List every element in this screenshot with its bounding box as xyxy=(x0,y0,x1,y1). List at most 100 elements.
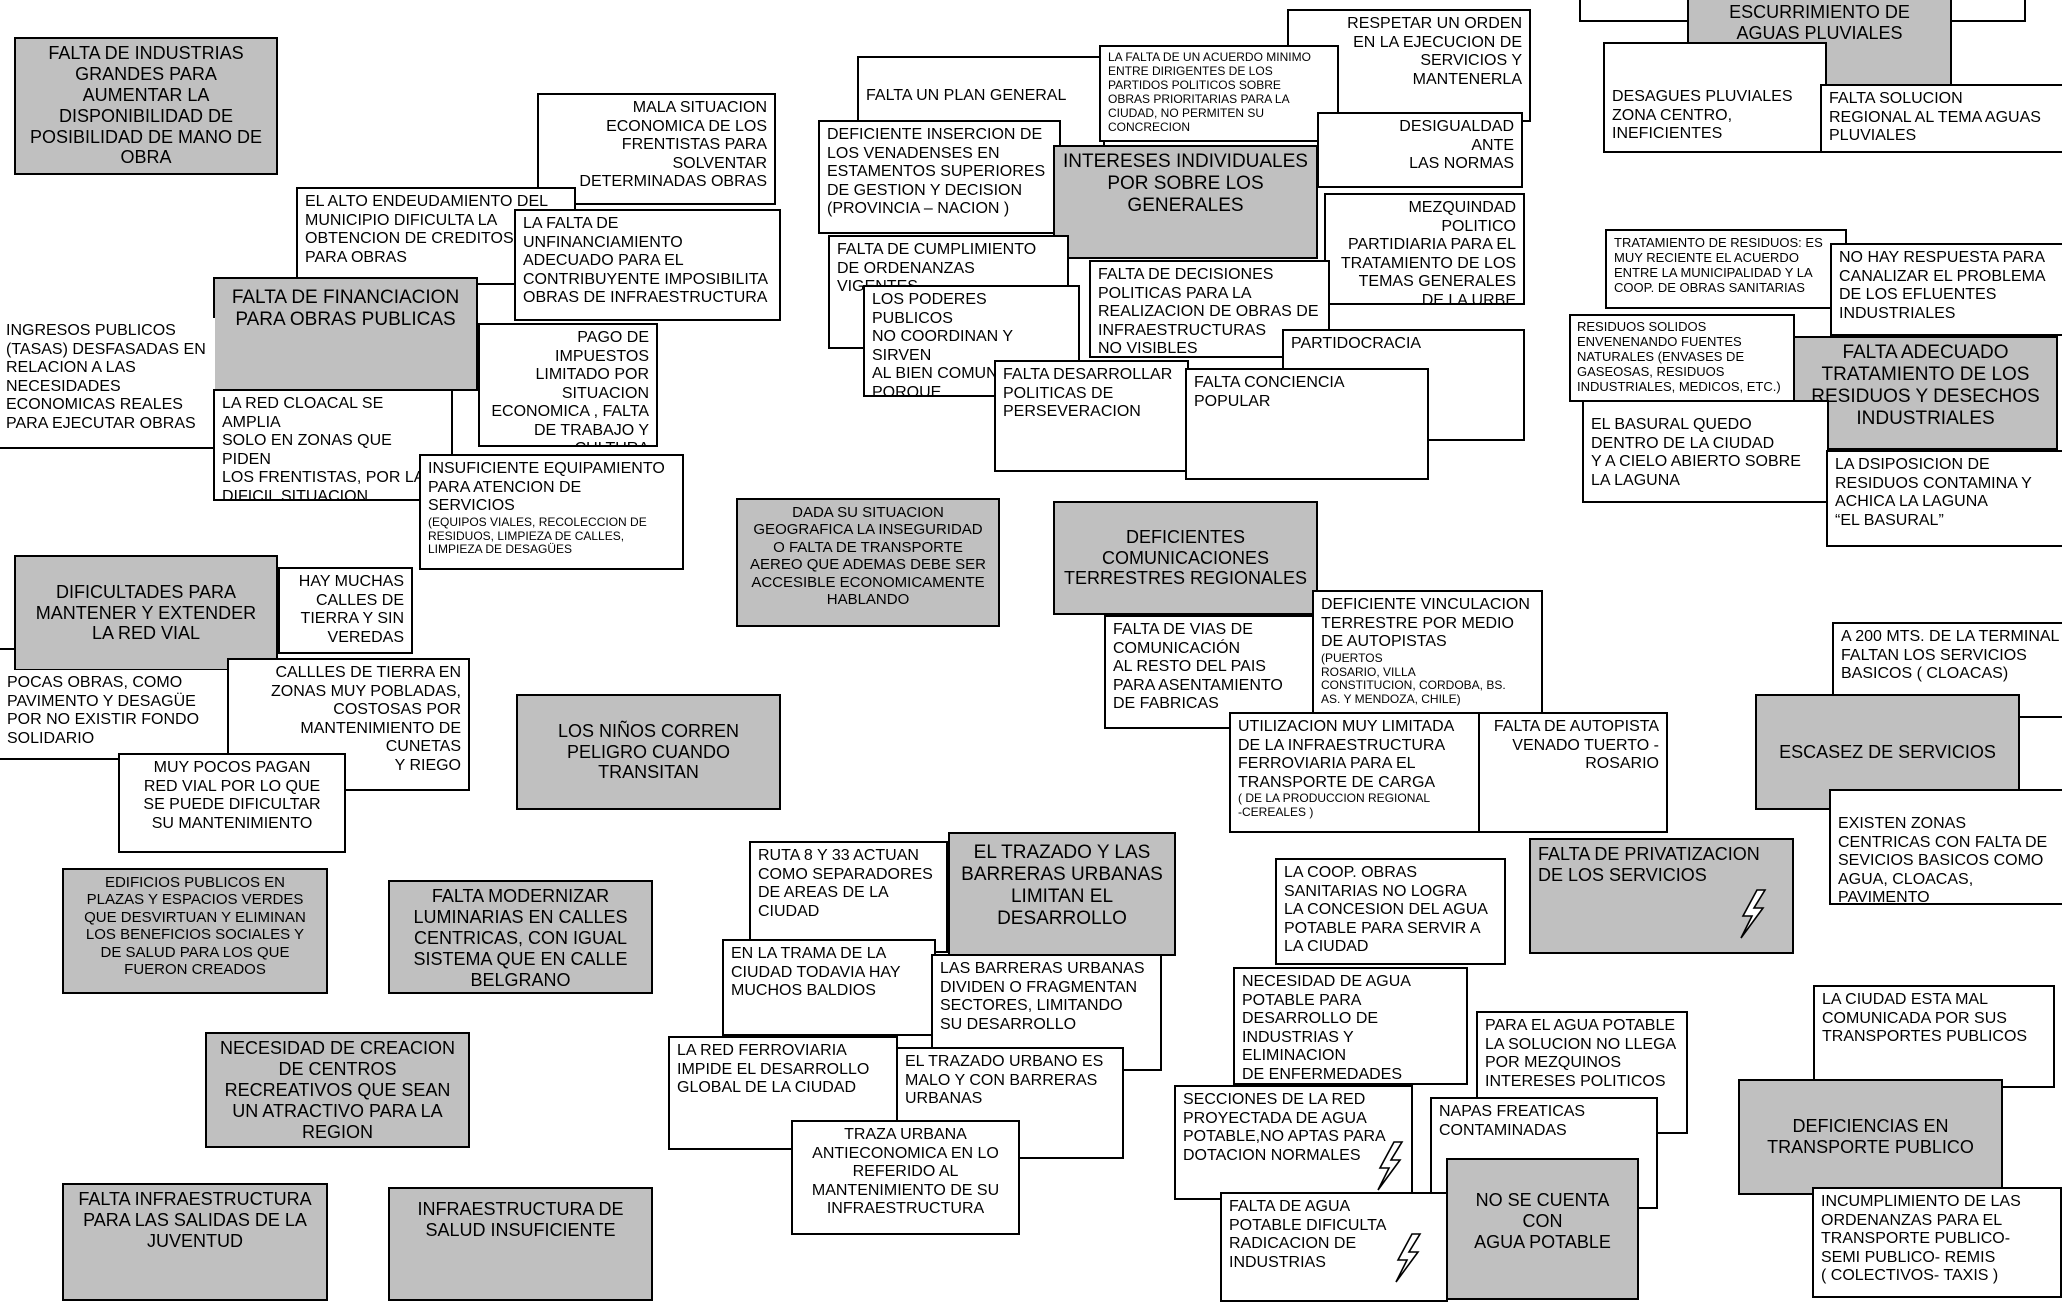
lightning-icon xyxy=(1395,1233,1422,1283)
node-text: DIFICULTADES PARA MANTENER Y EXTENDER LA… xyxy=(35,581,257,644)
node-calles-tierra-pobladas: CALLLES DE TIERRA EN ZONAS MUY POBLADAS,… xyxy=(227,658,470,791)
node-text: DEFICIENTE INSERCION DE LOS VENADENSES E… xyxy=(827,126,1046,218)
node-subtext: ( DE LA PRODUCCION REGIONAL -CEREALES ) xyxy=(1238,791,1431,820)
node-intereses-individuales: INTERESES INDIVIDUALES POR SOBRE LOS GEN… xyxy=(1053,145,1318,259)
node-ninos-peligro: LOS NIÑOS CORREN PELIGRO CUANDO TRANSITA… xyxy=(516,694,781,810)
node-text: DEFICIENTES COMUNICACIONES TERRESTRES RE… xyxy=(1063,526,1308,589)
node-tratamiento-residuos-industriales: FALTA ADECUADO TRATAMIENTO DE LOS RESIDU… xyxy=(1793,336,2058,450)
node-text: INSUFICIENTE EQUIPAMIENTO PARA ATENCION … xyxy=(428,460,665,515)
node-text: DESAGUES PLUVIALES ZONA CENTRO, INEFICIE… xyxy=(1612,88,1793,143)
node-text: FALTA MODERNIZAR LUMINARIAS EN CALLES CE… xyxy=(413,886,628,990)
connector-line xyxy=(0,648,16,650)
node-text: RESIDUOS SOLIDOS ENVENENANDO FUENTES NAT… xyxy=(1577,319,1781,395)
node-coop-obras-sanitarias: LA COOP. OBRAS SANITARIAS NO LOGRA LA CO… xyxy=(1275,858,1506,965)
node-text: EXISTEN ZONAS CENTRICAS CON FALTA DE SEV… xyxy=(1838,815,2048,905)
node-poderes-publicos: LOS PODERES PUBLICOS NO COORDINAN Y SIRV… xyxy=(863,285,1080,397)
node-traza-antieconomica: TRAZA URBANA ANTIECONOMICA EN LO REFERID… xyxy=(791,1120,1020,1235)
node-text: MEZQUINDAD POLITICO PARTIDIARIA PARA EL … xyxy=(1340,199,1516,305)
node-mezquindad-politica: MEZQUINDAD POLITICO PARTIDIARIA PARA EL … xyxy=(1324,193,1525,305)
lightning-icon xyxy=(1740,889,1767,939)
node-necesidad-agua: NECESIDAD DE AGUA POTABLE PARA DESARROLL… xyxy=(1233,967,1468,1085)
node-text: EL TRAZADO Y LAS BARRERAS URBANAS LIMITA… xyxy=(961,842,1163,930)
node-text: MALA SITUACION ECONOMICA DE LOS FRENTIST… xyxy=(579,99,767,191)
node-text: FALTA DE VIAS DE COMUNICACIÓN AL RESTO D… xyxy=(1113,621,1283,713)
node-insuficiente-equipamiento: INSUFICIENTE EQUIPAMIENTO PARA ATENCION … xyxy=(419,454,684,570)
node-vinculacion-autopistas: DEFICIENTE VINCULACION TERRESTRE POR MED… xyxy=(1312,590,1543,714)
node-solucion-pluviales: FALTA SOLUCION REGIONAL AL TEMA AGUAS PL… xyxy=(1820,84,2062,153)
node-text: FALTA DE DECISIONES POLITICAS PARA LA RE… xyxy=(1098,266,1319,358)
node-privatizacion-servicios: FALTA DE PRIVATIZACION DE LOS SERVICIOS xyxy=(1529,838,1794,954)
node-text: FALTA ADECUADO TRATAMIENTO DE LOS RESIDU… xyxy=(1811,342,2040,430)
node-centros-recreativos: NECESIDAD DE CREACION DE CENTROS RECREAT… xyxy=(205,1032,470,1148)
node-calles-de-tierra: HAY MUCHAS CALLES DE TIERRA Y SIN VEREDA… xyxy=(278,567,413,654)
node-efluentes-industriales: NO HAY RESPUESTA PARA CANALIZAR EL PROBL… xyxy=(1830,243,2062,336)
node-ciudad-mal-comunicada: LA CIUDAD ESTA MAL COMUNICADA POR SUS TR… xyxy=(1813,985,2055,1088)
node-trama-baldios: EN LA TRAMA DE LA CIUDAD TODAVIA HAY MUC… xyxy=(722,939,936,1036)
node-text: UTILIZACION MUY LIMITADA DE LA INFRAESTR… xyxy=(1238,718,1455,791)
node-text: HAY MUCHAS CALLES DE TIERRA Y SIN VEREDA… xyxy=(298,573,404,646)
node-no-agua-potable: NO SE CUENTA CON AGUA POTABLE xyxy=(1446,1158,1639,1300)
node-text: DEFICIENCIAS EN TRANSPORTE PUBLICO xyxy=(1767,1116,1974,1157)
node-trazado-barreras: EL TRAZADO Y LAS BARRERAS URBANAS LIMITA… xyxy=(948,832,1176,956)
node-text: EL ALTO ENDEUDAMIENTO DEL MUNICIPIO DIFI… xyxy=(305,193,549,266)
node-modernizar-luminarias: FALTA MODERNIZAR LUMINARIAS EN CALLES CE… xyxy=(388,880,653,994)
node-subtext: (PUERTOS ROSARIO, VILLA CONSTITUCION, CO… xyxy=(1321,650,1506,707)
node-text: TRAZA URBANA ANTIECONOMICA EN LO REFERID… xyxy=(811,1126,1000,1218)
node-text: RUTA 8 Y 33 ACTUAN COMO SEPARADORES DE A… xyxy=(758,847,933,920)
node-desagues-pluviales: DESAGUES PLUVIALES ZONA CENTRO, INEFICIE… xyxy=(1603,42,1827,153)
node-text: EDIFICIOS PUBLICOS EN PLAZAS Y ESPACIOS … xyxy=(84,874,306,978)
node-incumplimiento-ordenanzas: INCUMPLIMIENTO DE LAS ORDENANZAS PARA EL… xyxy=(1812,1187,2062,1298)
node-text: RESPETAR UN ORDEN EN LA EJECUCION DE SER… xyxy=(1347,15,1522,88)
lightning-icon xyxy=(1377,1141,1404,1191)
node-text: LOS NIÑOS CORREN PELIGRO CUANDO TRANSITA… xyxy=(557,720,740,783)
node-text: FALTA INFRAESTRUCTURA PARA LAS SALIDAS D… xyxy=(78,1189,312,1251)
node-falta-industrias: FALTA DE INDUSTRIAS GRANDES PARA AUMENTA… xyxy=(14,37,278,175)
node-text: LA FALTA DE UN ACUERDO MINIMO ENTRE DIRI… xyxy=(1108,50,1311,134)
node-text: PARA EL AGUA POTABLE LA SOLUCION NO LLEG… xyxy=(1485,1017,1677,1090)
node-conciencia-popular: FALTA CONCIENCIA POPULAR xyxy=(1185,368,1429,480)
node-text: TRATAMIENTO DE RESIDUOS: ES MUY RECIENTE… xyxy=(1614,235,1823,296)
node-infraestructura-juventud: FALTA INFRAESTRUCTURA PARA LAS SALIDAS D… xyxy=(62,1183,328,1301)
node-text: FALTA DE FINANCIACION PARA OBRAS PUBLICA… xyxy=(231,287,460,331)
node-text: PAGO DE IMPUESTOS LIMITADO POR SITUACION… xyxy=(491,329,649,445)
node-text: FALTA SOLUCION REGIONAL AL TEMA AGUAS PL… xyxy=(1829,90,2041,145)
node-text: SECCIONES DE LA RED PROYECTADA DE AGUA P… xyxy=(1183,1091,1386,1164)
node-text: LA COOP. OBRAS SANITARIAS NO LOGRA LA CO… xyxy=(1284,864,1488,956)
node-falta-financiacion-obras: FALTA DE FINANCIACION PARA OBRAS PUBLICA… xyxy=(213,277,478,391)
node-text: EL TRAZADO URBANO ES MALO Y CON BARRERAS… xyxy=(905,1053,1104,1108)
node-falta-acuerdo-minimo: LA FALTA DE UN ACUERDO MINIMO ENTRE DIRI… xyxy=(1099,45,1339,142)
node-falta-financiamiento-contribuyente: LA FALTA DE UNFINANCIAMIENTO ADECUADO PA… xyxy=(514,209,781,321)
connector-line xyxy=(0,758,120,760)
node-falta-vias-comunicacion: FALTA DE VIAS DE COMUNICACIÓN AL RESTO D… xyxy=(1104,615,1318,729)
node-text: FALTA DE AUTOPISTA VENADO TUERTO - ROSAR… xyxy=(1493,718,1659,773)
node-text: MUY POCOS PAGAN RED VIAL POR LO QUE SE P… xyxy=(143,759,321,832)
node-text: INGRESOS PUBLICOS (TASAS) DESFASADAS EN … xyxy=(6,322,206,432)
node-red-cloacal: LA RED CLOACAL SE AMPLIA SOLO EN ZONAS Q… xyxy=(213,389,453,501)
node-text: FALTA DE PRIVATIZACION DE LOS SERVICIOS xyxy=(1538,844,1760,885)
node-text: LA RED FERROVIARIA IMPIDE EL DESARROLLO … xyxy=(677,1042,870,1097)
node-tratamiento-residuos: TRATAMIENTO DE RESIDUOS: ES MUY RECIENTE… xyxy=(1605,229,1847,309)
node-secciones-red: SECCIONES DE LA RED PROYECTADA DE AGUA P… xyxy=(1174,1085,1413,1200)
node-text: ESCURRIMIENTO DE AGUAS PLUVIALES xyxy=(1729,2,1910,43)
node-desigualdad-normas: DESIGUALDAD ANTE LAS NORMAS xyxy=(1317,112,1523,188)
node-mala-situacion-frentistas: MALA SITUACION ECONOMICA DE LOS FRENTIST… xyxy=(537,93,776,205)
node-text: LOS PODERES PUBLICOS NO COORDINAN Y SIRV… xyxy=(872,291,1013,397)
node-muy-pocos-pagan: MUY POCOS PAGAN RED VIAL POR LO QUE SE P… xyxy=(118,753,346,853)
node-text: NO HAY RESPUESTA PARA CANALIZAR EL PROBL… xyxy=(1839,249,2046,322)
node-pago-impuestos: PAGO DE IMPUESTOS LIMITADO POR SITUACION… xyxy=(478,323,658,447)
node-text: INTERESES INDIVIDUALES POR SOBRE LOS GEN… xyxy=(1063,151,1308,217)
node-text: FALTA UN PLAN GENERAL xyxy=(866,87,1067,104)
node-text: LAS BARRERAS URBANAS DIVIDEN O FRAGMENTA… xyxy=(940,960,1145,1033)
node-text: FALTA DE AGUA POTABLE DIFICULTA RADICACI… xyxy=(1229,1198,1387,1271)
node-text: DEFICIENTE VINCULACION TERRESTRE POR MED… xyxy=(1321,596,1530,651)
node-text: NAPAS FREATICAS CONTAMINADAS xyxy=(1439,1103,1586,1139)
node-text: LA DSIPOSICION DE RESIDUOS CONTAMINA Y A… xyxy=(1835,456,2032,529)
node-text: FALTA CONCIENCIA POPULAR xyxy=(1194,374,1345,410)
node-text: LA FALTA DE UNFINANCIAMIENTO ADECUADO PA… xyxy=(523,215,769,307)
node-text: DADA SU SITUACION GEOGRAFICA LA INSEGURI… xyxy=(750,504,986,608)
node-text: FALTA DESARROLLAR POLITICAS DE PERSEVERA… xyxy=(1003,366,1173,421)
node-text: EN LA TRAMA DE LA CIUDAD TODAVIA HAY MUC… xyxy=(731,945,901,1000)
connector-line xyxy=(0,447,215,449)
node-ingresos-publicos: INGRESOS PUBLICOS (TASAS) DESFASADAS EN … xyxy=(0,318,215,446)
